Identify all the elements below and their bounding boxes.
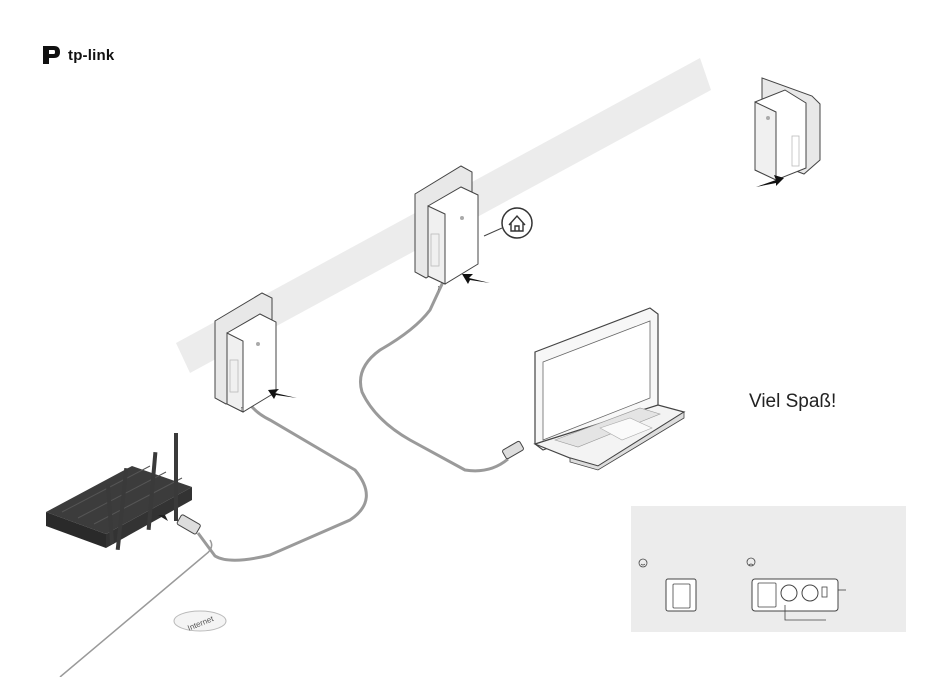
wall-outlet-good xyxy=(666,579,696,611)
callout-line xyxy=(484,228,502,236)
cable-mark: ↑ xyxy=(240,406,244,413)
push-arrow-icon xyxy=(462,274,490,284)
brand-logo: tp-link xyxy=(40,44,114,66)
cable-mark: ↑ xyxy=(437,285,441,292)
powerline-adapter-2 xyxy=(415,166,478,284)
internet-cable xyxy=(60,540,212,677)
cable-router-adapter1 xyxy=(198,395,366,560)
cable-adapter2-laptop xyxy=(360,282,508,471)
router xyxy=(46,433,192,550)
laptop xyxy=(535,308,684,470)
powerline-adapter-3 xyxy=(755,78,820,180)
tips-panel xyxy=(631,506,906,632)
home-icon-circle xyxy=(502,208,532,238)
ethernet-plug-1 xyxy=(176,514,201,535)
powerline-adapter-1 xyxy=(215,293,276,412)
tp-link-logo-icon xyxy=(40,44,62,66)
push-arrow-icon xyxy=(268,389,297,399)
closing-text: Viel Spaß! xyxy=(749,391,836,413)
brand-name: tp-link xyxy=(68,47,114,64)
ethernet-plug-2 xyxy=(502,441,524,460)
